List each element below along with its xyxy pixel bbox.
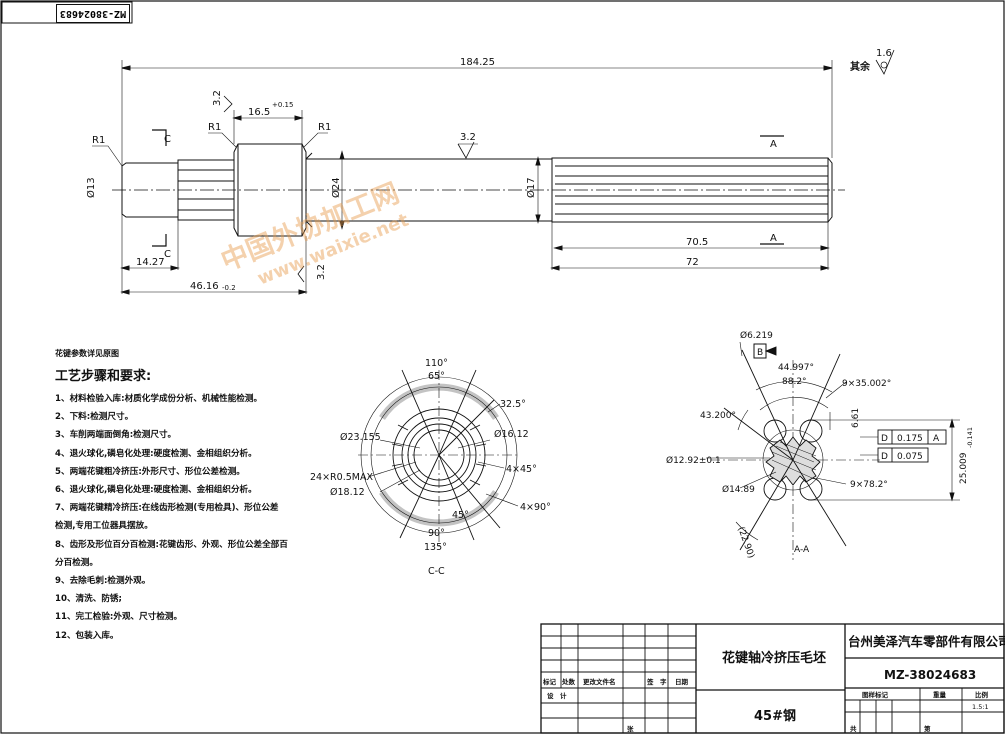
dim-left-to-collar-tol: -0.2 [222,284,236,292]
notes-step: 3、车削两端面倒角:检测尺寸。 [55,430,177,441]
cc-angle-135: 135° [424,542,447,553]
section-c-bottom-label: C [164,249,171,260]
drawing-number: MZ-38024683 [884,668,976,682]
notes-heading: 工艺步骤和要求: [55,369,152,384]
aa-angle-9x782: 9×78.2° [850,480,888,490]
aa-angle-43200: 43.200° [700,411,736,421]
aa-dim-25009-tol: -0.141 [966,427,974,448]
aa-angle-882: 88.2° [782,377,807,387]
notes-step: 1、材料检验入库:材质化学成份分析、机械性能检测。 [55,394,263,404]
hdr-sign: 签 字 [646,677,667,686]
notes-step: 4、退火球化,磷皂化处理:硬度检测、金相组织分析。 [55,448,257,459]
roughness-body: 3.2 [460,132,476,143]
dim-left-spline-length: 14.27 [136,257,165,268]
aa-dim-25009: 25.009 [959,452,969,484]
row-zhang: 张 [627,724,634,733]
aa-angle-44997: 44.997° [778,363,814,373]
aa-datum-b: B [757,348,763,358]
section-a-bottom-label: A [770,233,777,244]
radius-r1-left: R1 [92,135,105,146]
cc-angle-90: 90° [428,528,445,539]
row-sheet: 第 [924,724,931,733]
watermark: 中国外协加工网 www.waixie.net [217,178,412,290]
cc-section-label: C-C [428,566,445,577]
drawing-code-rotated: MZ-38024683 [56,4,130,23]
section-a-top-label: A [770,139,777,150]
notes-step: 10、清洗、防锈; [55,594,122,605]
cc-angle-4x45: 4×45° [506,464,537,475]
dim-total-length: 184.25 [460,57,495,68]
company-name: 台州美泽汽车零部件有限公司 [848,634,1005,649]
main-view [92,49,895,295]
row-scale: 比例 [975,690,989,699]
hdr-count: 处数 [561,677,576,686]
notes-subtitle: 花键参数详见原图 [55,349,119,358]
drawing-code-frame [1,1,133,24]
aa-section-label: A-A [794,545,810,555]
aa-dim-661: 6.61 [851,408,861,428]
aa-dim-2290: (22.90) [735,526,756,560]
cc-diameter-1612: Ø16.12 [494,429,529,440]
diameter-24: Ø24 [330,177,342,198]
section-cc-view [358,369,520,548]
notes-step: 7、两端花键精冷挤压:在线齿形检测(专用检具)、形位公差 [55,503,279,514]
notes-step: 5、两端花键粗冷挤压:外形尺寸、形位公差检测。 [55,466,245,477]
notes-step: 11、完工检验:外观、尺寸检测。 [55,612,183,623]
aa-diameter-1489: Ø14.89 [722,484,755,495]
roughness-collar-bottom: 3.2 [316,264,327,280]
section-aa-view [706,341,960,560]
aa-tol1-datum: A [933,434,940,444]
process-notes: 花键参数详见原图 工艺步骤和要求: 1、材料检验入库:材质化学成份分析、机械性能… [55,348,315,645]
aa-tol2-value: 0.075 [897,452,923,462]
cc-angle-32-5: 32.5° [500,399,526,410]
dim-collar-width: 16.5 [248,107,270,118]
material: 45#钢 [754,708,796,724]
hdr-mark: 标记 [542,677,557,686]
scale-value: 1.5:1 [972,703,989,711]
cc-diameter-23155: Ø23.155 [340,432,381,443]
hdr-date: 日期 [675,677,689,686]
hdr-file: 更改文件名 [583,677,616,686]
part-name: 花键轴冷挤压毛坯 [722,650,826,666]
notes-step: 6、退火球化,磷皂化处理:硬度检测、金相组织分析。 [55,485,257,496]
row-stage-mark: 图样标记 [862,690,889,699]
cc-spline-spec: 24×R0.5MAX [310,472,373,483]
section-c-top-label: C [164,134,171,145]
roughness-collar-top: 3.2 [212,90,223,106]
radius-r1-collar-right: R1 [318,122,331,133]
diameter-17: Ø17 [525,177,537,198]
row-design: 设 计 [547,691,567,700]
row-total: 共 [850,724,857,733]
diameter-13: Ø13 [85,177,97,198]
aa-diameter-6219: Ø6.219 [740,330,773,341]
dim-spline-70-5: 70.5 [686,237,708,248]
cc-angle-65: 65° [428,371,445,382]
row-weight: 重量 [933,690,947,699]
aa-diameter-1292: Ø12.92±0.1 [666,455,721,466]
title-block [540,623,1005,734]
cc-diameter-1812: Ø18.12 [330,487,365,498]
roughness-other-prefix: 其余 [850,60,871,73]
aa-tol2-symbol: D [881,452,888,462]
aa-tol1-symbol: D [881,434,888,444]
aa-tol1-value: 0.175 [897,434,923,444]
notes-step: 8、齿形及形位百分百检测:花键齿形、外观、形位公差全部百 [55,539,288,550]
cc-angle-110: 110° [425,358,448,369]
notes-step: 分百检测。 [55,557,98,568]
cc-angle-4x90: 4×90° [520,502,551,513]
notes-step-list: 1、材料检验入库:材质化学成份分析、机械性能检测。 2、下料:检测尺寸。 3、车… [55,390,315,645]
dim-collar-tolerance: +0.15 [272,101,293,109]
radius-r1-collar-left: R1 [208,122,221,133]
dim-spline-72: 72 [686,257,699,268]
roughness-other-value: 1.6 [876,48,892,59]
notes-step: 检测,专用工位器具摆放。 [55,521,153,532]
cc-angle-45: 45° [452,510,469,521]
notes-step: 2、下料:检测尺寸。 [55,412,134,423]
dim-left-to-collar: 46.16 [190,281,219,292]
notes-step: 12、包装入库。 [55,630,119,641]
aa-angle-9x35: 9×35.002° [842,379,891,389]
notes-step: 9、去除毛刺:检测外观。 [55,576,151,587]
